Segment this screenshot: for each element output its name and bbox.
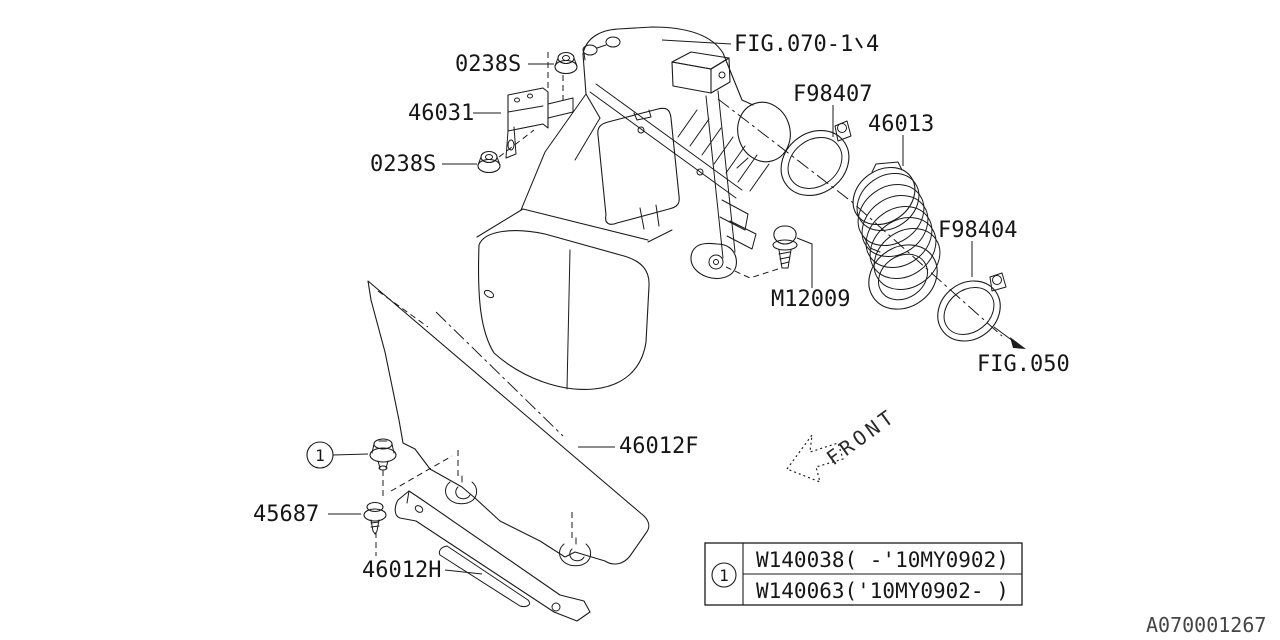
label-46012f: 46012F: [619, 434, 698, 459]
table-row-2: W140063('10MY0902- ): [756, 579, 1009, 603]
label-46012h: 46012H: [362, 558, 441, 583]
flange-nut-bottom: [477, 150, 501, 174]
hose-clamp-upper: [780, 120, 852, 196]
centerlines: [375, 52, 1003, 556]
table-callout-circle: [711, 562, 737, 588]
table-callout-number: 1: [719, 566, 729, 585]
drawing-number: A070001267: [1146, 613, 1266, 637]
air-intake-boot: [852, 161, 941, 310]
hose-clamp-lower: [937, 272, 1007, 342]
callout-1-number: 1: [315, 446, 325, 465]
flange-nut-top: [554, 51, 578, 75]
under-duct-strip: [394, 490, 591, 622]
clip-45687: [363, 501, 387, 535]
outlet-opening: [737, 101, 791, 163]
label-0238s-top: 0238S: [455, 52, 521, 77]
label-46013: 46013: [868, 112, 934, 137]
callout-1-marker: 1: [306, 441, 334, 469]
air-cleaner-case-assembly: [476, 26, 791, 390]
applicability-table: 1 W140038( -'10MY0902) W140063('10MY0902…: [704, 542, 1023, 606]
label-46031: 46031: [408, 101, 474, 126]
clip-callout-1: [369, 438, 397, 471]
label-fig070-suffix: 4: [866, 32, 879, 57]
label-0238s-bottom: 0238S: [370, 152, 436, 177]
front-arrow-icon: [786, 432, 844, 483]
leader-lines: [328, 39, 1026, 575]
label-f98404: F98404: [938, 218, 1017, 243]
table-row-1: W140038( -'10MY0902): [756, 548, 1009, 572]
bracket-46031: [505, 87, 574, 159]
resonator-top-edge: [476, 208, 649, 241]
front-label: FRONT: [822, 403, 901, 470]
air-duct-panel: [367, 280, 650, 567]
front-direction-arrow: FRONT: [786, 403, 901, 483]
label-fig070: FIG.070-1 4: [734, 32, 879, 57]
label-fig070-prefix: FIG.070-1: [734, 32, 853, 57]
flange-bolt: [772, 225, 798, 269]
label-fig050: FIG.050: [977, 352, 1070, 377]
ideographic-comma: [855, 37, 863, 49]
fig050-arrowhead-icon: [1010, 337, 1026, 349]
label-45687: 45687: [253, 502, 319, 527]
label-f98407: F98407: [793, 82, 872, 107]
label-m12009: M12009: [771, 287, 850, 312]
